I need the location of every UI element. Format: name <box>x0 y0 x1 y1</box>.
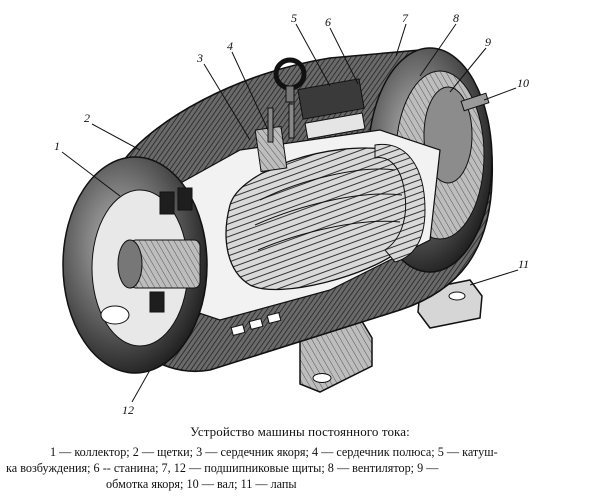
label-8: 8 <box>453 11 459 25</box>
lifting-eye <box>273 57 307 103</box>
leader-lines <box>61 23 519 403</box>
label-11: 11 <box>518 257 529 271</box>
label-1: 1 <box>54 139 60 153</box>
label-9: 9 <box>485 35 491 49</box>
field-coil <box>297 78 365 120</box>
collector <box>117 239 201 289</box>
label-4: 4 <box>227 39 233 53</box>
caption-legend: 1 — коллектор; 2 — щетки; 3 — сердечник … <box>0 444 600 492</box>
figure-caption: Устройство машины постоянного тока: 1 — … <box>0 424 600 492</box>
brushes <box>149 187 193 313</box>
label-7: 7 <box>402 11 409 25</box>
label-3: 3 <box>196 51 203 65</box>
label-6: 6 <box>325 15 331 29</box>
label-10: 10 <box>517 76 529 90</box>
legend-line-1: 1 — коллектор; 2 — щетки; 3 — сердечник … <box>50 445 498 459</box>
shaft <box>460 92 490 112</box>
label-2: 2 <box>84 111 90 125</box>
label-12: 12 <box>122 403 134 417</box>
dc-machine-cutaway-illustration: 1 2 3 4 5 6 7 8 9 10 11 12 <box>54 11 529 417</box>
ventilation-slots <box>230 311 282 337</box>
caption-title: Устройство машины постоянного тока: <box>190 424 410 439</box>
label-5: 5 <box>291 11 297 25</box>
armature-winding <box>374 143 426 263</box>
armature <box>225 147 417 291</box>
legend-line-3: обмотка якоря; 10 — вал; 11 — лапы <box>106 477 297 491</box>
legend-line-2: ка возбуждения; 6 -- станина; 7, 12 — по… <box>6 461 439 475</box>
